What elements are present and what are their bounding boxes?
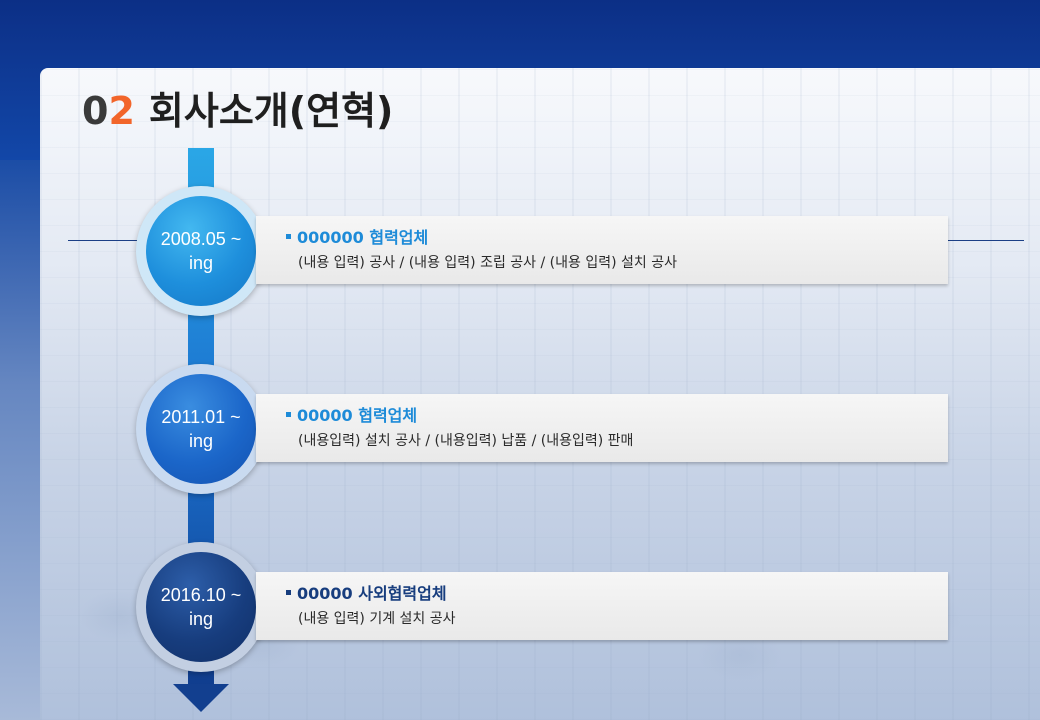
bullet-icon — [286, 411, 291, 417]
timeline-date-circle: 2008.05 ~ ing — [136, 186, 266, 316]
entry-heading: 00000 협력업체 — [297, 406, 418, 425]
bullet-icon — [286, 589, 291, 595]
entry-description: (내용 입력) 기계 설치 공사 — [298, 611, 456, 627]
guide-line-left — [68, 240, 138, 241]
timeline-entry-box: 000000 협력업체 (내용 입력) 공사 / (내용 입력) 조립 공사 /… — [256, 216, 948, 284]
entry-heading: 00000 사외협력업체 — [297, 584, 447, 603]
date-range: 2011.01 ~ — [161, 407, 241, 427]
date-status: ing — [188, 609, 214, 629]
date-range: 2016.10 ~ — [160, 585, 242, 605]
entry-description: (내용입력) 설치 공사 / (내용입력) 납품 / (내용입력) 판매 — [298, 433, 634, 449]
entry-description: (내용 입력) 공사 / (내용 입력) 조립 공사 / (내용 입력) 설치 … — [298, 255, 677, 271]
date-range: 2008.05 ~ — [160, 229, 242, 249]
entry-heading: 000000 협력업체 — [297, 228, 429, 247]
timeline-entry-box: 00000 사외협력업체 (내용 입력) 기계 설치 공사 — [256, 572, 948, 640]
page-title: 02 회사소개(연혁) — [82, 80, 394, 133]
title-text: 회사소개(연혁) — [148, 89, 394, 133]
title-number: 02 — [82, 89, 135, 133]
timeline-date-circle: 2011.01 ~ ing — [136, 364, 266, 494]
date-status: ing — [188, 253, 214, 273]
timeline-date-circle: 2016.10 ~ ing — [136, 542, 266, 672]
guide-line-right — [948, 240, 1024, 241]
timeline-arrow-icon — [173, 684, 229, 712]
date-status: ing — [188, 431, 214, 451]
timeline-entry-box: 00000 협력업체 (내용입력) 설치 공사 / (내용입력) 납품 / (내… — [256, 394, 948, 462]
left-decorative-strip — [0, 160, 40, 720]
bullet-icon — [286, 233, 291, 239]
